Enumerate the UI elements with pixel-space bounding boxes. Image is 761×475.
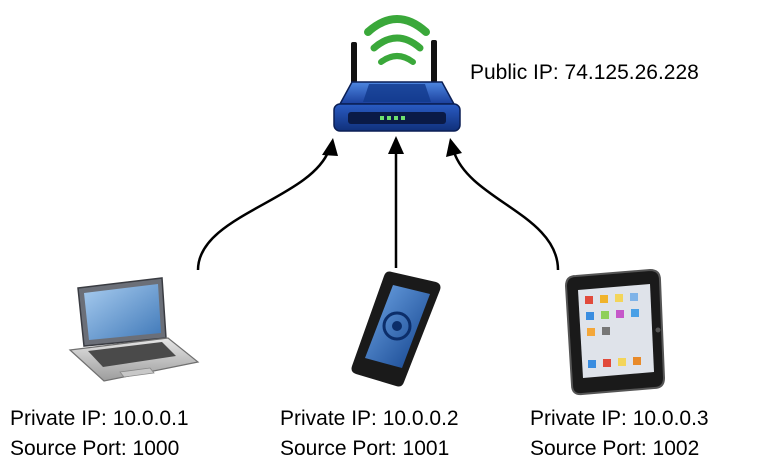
laptop-to-router-arrow (196, 149, 331, 271)
connection-arrows (196, 149, 560, 271)
tablet-to-router-arrow (452, 151, 560, 271)
wireless-router-icon (333, 15, 461, 132)
tablet-source-port: Source Port: 1002 (530, 437, 700, 460)
arrow-heads (322, 136, 462, 157)
smartphone-icon (351, 271, 441, 387)
phone-private-ip: Private IP: 10.0.0.2 (280, 407, 459, 430)
laptop-source-port: Source Port: 1000 (10, 437, 180, 460)
tablet-icon (564, 268, 666, 396)
phone-source-port: Source Port: 1001 (280, 437, 450, 460)
tablet-address-block: Private IP: 10.0.0.3 Source Port: 1002 (530, 404, 709, 464)
app-icons-grid (585, 293, 641, 368)
phone-handset-icon (382, 311, 412, 341)
tablet-private-ip: Private IP: 10.0.0.3 (530, 407, 709, 430)
phone-address-block: Private IP: 10.0.0.2 Source Port: 1001 (280, 404, 459, 464)
router-public-ip: Public IP: 74.125.26.228 (470, 61, 699, 84)
laptop-icon (68, 277, 200, 382)
laptop-private-ip: Private IP: 10.0.0.1 (10, 407, 189, 430)
laptop-address-block: Private IP: 10.0.0.1 Source Port: 1000 (10, 404, 189, 464)
wifi-signal-icon (364, 15, 430, 65)
